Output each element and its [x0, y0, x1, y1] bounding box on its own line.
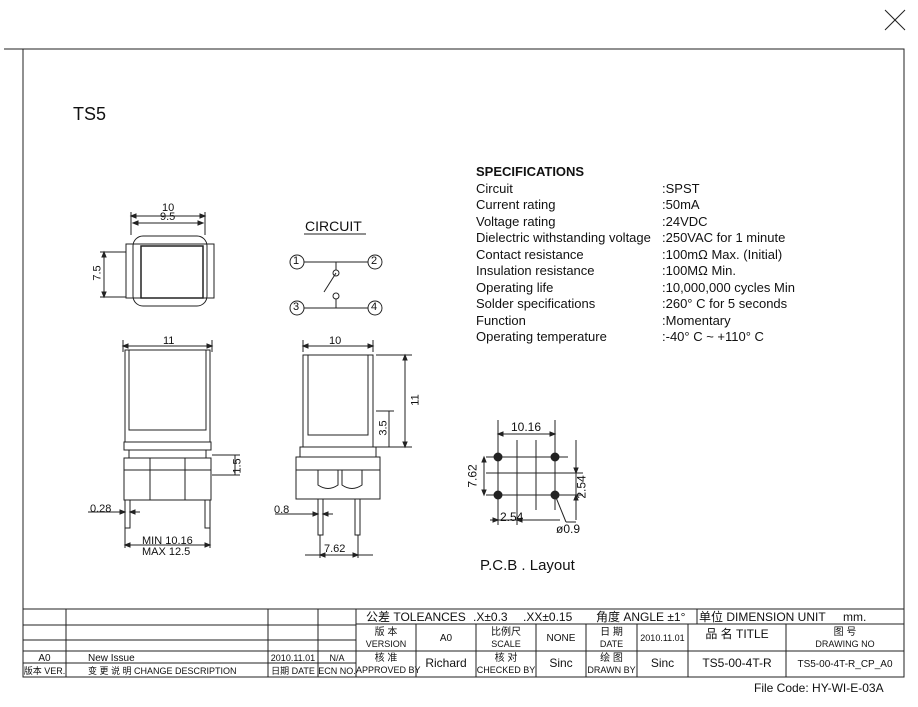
revision-description: New Issue [88, 653, 135, 664]
col-date-header: 日期 DATE [271, 666, 315, 676]
date-cn: 日 期 [600, 627, 623, 638]
tolerances-label: 公差 TOLEANCES [366, 610, 466, 624]
spec-row: Dielectric withstanding voltage:250VAC f… [476, 230, 786, 245]
date-en: DATE [599, 639, 624, 649]
dim-top-width: 10 [162, 202, 175, 214]
spec-row: Contact resistance:100mΩ Max. (Initial) [476, 247, 783, 262]
spec-row: Function:Momentary [476, 313, 731, 328]
spec-row: Operating temperature:-40° C ~ +110° C [476, 329, 764, 344]
title-value: TS5-00-4T-R [702, 656, 772, 670]
tolerance-xx: .XX±0.15 [523, 610, 573, 624]
dim-front-pin-height: 1.5 [231, 458, 244, 474]
spec-row: Insulation resistance:100MΩ Min. [476, 263, 737, 278]
version-cn: 版 本 [374, 627, 398, 638]
dim-pcb-y: 7.62 [465, 464, 480, 488]
corner-mark [884, 9, 906, 31]
circuit-pin-2: 2 [371, 255, 378, 267]
dimension-unit-label: 单位 DIMENSION UNIT [699, 610, 826, 624]
drawing-no-en: DRAWING NO [815, 639, 875, 649]
circuit-schematic [289, 233, 383, 316]
tolerance-x: .X±0.3 [473, 610, 508, 624]
spec-row: Operating life:10,000,000 cycles Min [476, 280, 795, 295]
col-description-header: 变 更 说 明 CHANGE DESCRIPTION [88, 666, 237, 676]
revision-date: 2010.11.01 [270, 653, 316, 663]
drawing-no-value: TS5-00-4T-R_CP_A0 [797, 659, 893, 670]
pcb-layout [481, 420, 583, 525]
specifications-block: SPECIFICATIONS Circuit:SPST Current rati… [476, 164, 876, 354]
approved-value: Richard [425, 656, 467, 670]
drawing-no-cn: 图 号 [833, 627, 857, 638]
drawn-value: Sinc [650, 656, 675, 670]
circuit-pin-3: 3 [293, 301, 300, 313]
dim-side-span: 7.62 [324, 543, 346, 555]
drawn-cn: 绘 图 [600, 653, 623, 664]
circuit-pin-1: 1 [293, 255, 300, 267]
dimension-unit-value: mm. [843, 610, 867, 624]
revision-version: A0 [38, 653, 51, 664]
spec-row: Circuit:SPST [476, 181, 700, 196]
checked-cn: 核 对 [494, 653, 518, 664]
dim-pcb-pitch-x: 2.54 [500, 510, 524, 524]
checked-value: Sinc [549, 656, 573, 670]
dim-top-inner: 9.5 [160, 211, 176, 223]
col-version-header: 版本 VER. [23, 666, 66, 676]
top-view [100, 212, 215, 307]
dim-pcb-x: 10.16 [511, 420, 542, 434]
dim-pcb-pitch-y: 2.54 [574, 475, 589, 499]
side-view [275, 340, 412, 558]
sheet-border [22, 48, 905, 678]
specifications-heading: SPECIFICATIONS [476, 164, 585, 179]
spec-row: Solder specifications:260° C for 5 secon… [476, 296, 788, 311]
date-value: 2010.11.01 [640, 633, 685, 643]
angle-tolerance: 角度 ANGLE ±1° [596, 610, 686, 624]
dim-pcb-hole: ø0.9 [556, 522, 581, 536]
dim-side-lead: 0.8 [274, 504, 290, 516]
version-en: VERSION [365, 639, 407, 649]
spec-row: Voltage rating:24VDC [476, 214, 708, 229]
dim-front-max: MAX 12.5 [142, 546, 191, 558]
checked-en: CHECKED BY [476, 665, 536, 675]
dim-front-min: MIN 10.16 [142, 535, 193, 547]
front-view [88, 340, 240, 548]
dim-front-width: 11 [163, 335, 175, 347]
col-ecn-header: ECN NO. [318, 666, 356, 676]
dim-side-height: 11 [409, 394, 422, 406]
scale-cn: 比例尺 [491, 627, 521, 638]
title-label: 品 名 TITLE [705, 627, 769, 641]
circuit-label: CIRCUIT [305, 218, 362, 234]
file-code: File Code: HY-WI-E-03A [754, 681, 884, 695]
spec-row: Current rating:50mA [476, 197, 700, 212]
approved-cn: 核 准 [374, 653, 398, 664]
dim-side-width: 10 [329, 335, 342, 347]
approved-en: APPROVED BY [356, 665, 421, 675]
dim-top-height: 7.5 [91, 265, 104, 281]
title-block-grid [23, 608, 904, 677]
version-value: A0 [439, 633, 453, 644]
pcb-layout-label: P.C.B . Layout [480, 557, 575, 574]
revision-ecn: N/A [329, 653, 345, 663]
drawing-title: TS5 [73, 104, 107, 124]
drawn-en: DRAWN BY [587, 665, 636, 675]
scale-en: SCALE [491, 639, 521, 649]
dim-side-pin: 3.5 [377, 420, 390, 436]
dim-front-lead: 0.28 [90, 503, 112, 515]
circuit-pin-4: 4 [371, 301, 378, 313]
scale-value: NONE [546, 633, 576, 644]
